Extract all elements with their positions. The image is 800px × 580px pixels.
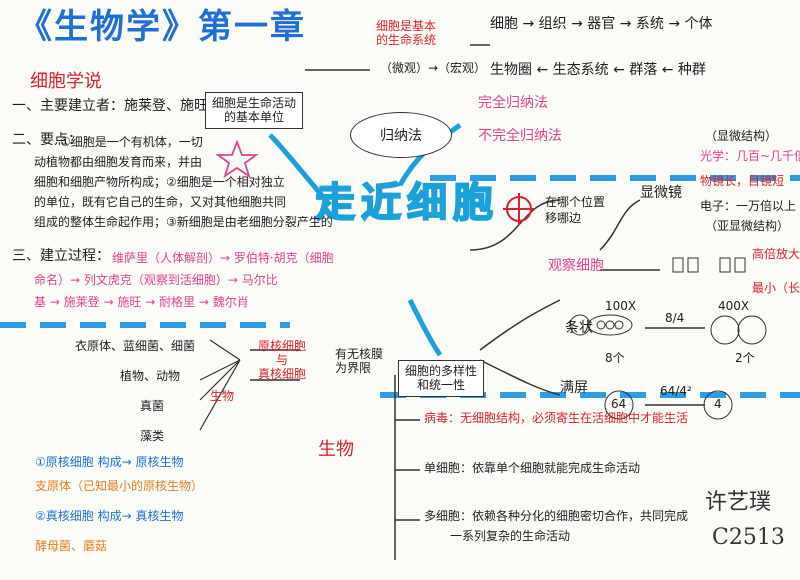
objective-note: 物镜长，目镜短 bbox=[700, 174, 785, 188]
electron-microscope: 电子：一万倍以上 bbox=[700, 199, 797, 213]
position-answer: 移哪边 bbox=[545, 211, 582, 225]
nucleus-boundary: 有无核膜 为界限 bbox=[335, 347, 384, 375]
magnification-small: 最小（长度） bbox=[752, 281, 800, 295]
induction-label: 归纳法 bbox=[380, 128, 422, 144]
hierarchy-item: 群落 bbox=[629, 62, 658, 78]
observe-cells: 观察细胞 bbox=[548, 258, 604, 274]
microscope-label: 显微镜 bbox=[640, 185, 682, 201]
hierarchy-row-2: 生物圈 ← 生态系统 ← 群落 ← 种群 bbox=[490, 62, 706, 78]
basic-unit-box: 细胞是生命活动 的基本单位 bbox=[205, 92, 304, 129]
cell-theory-point-5: 组成的整体生命起作用；③新细胞是由老细胞分裂产生的 bbox=[34, 215, 333, 229]
hierarchy-item: 细胞 bbox=[490, 16, 518, 32]
ratio-label: 8/4 bbox=[665, 311, 685, 325]
cell-theory-heading: 细胞学说 bbox=[30, 71, 102, 92]
cell-theory-point-3: 细胞和细胞产物所构成；②细胞是一个相对独立 bbox=[34, 175, 285, 189]
diversity-box: 细胞的多样性 和统一性 bbox=[398, 360, 485, 397]
equation-2-note: 酵母菌、蘑菇 bbox=[35, 539, 108, 553]
cell-theory-point-4: 的单位，既有它自己的生命，又对其他细胞共同 bbox=[34, 195, 287, 209]
system-box: 细胞是基本 的生命系统 bbox=[376, 19, 437, 47]
cell-theory-process-2: 命名）→ 列文虎克（观察到活细胞）→ 马尔比 bbox=[34, 273, 278, 287]
hierarchy-item: 组织 bbox=[538, 16, 567, 32]
equation-1-note: 支原体（已知最小的原核生物） bbox=[35, 479, 204, 493]
multi-cell-note-2: 一系列复杂的生命活动 bbox=[450, 529, 571, 543]
position-question: 在哪个位置 bbox=[545, 195, 606, 209]
count-8: 8个 bbox=[605, 351, 625, 365]
system-sub: （微观）→（宏观） bbox=[380, 61, 487, 75]
induction-complete: 完全归纳法 bbox=[478, 95, 548, 111]
full-ratio: 64/4² bbox=[660, 384, 692, 398]
cell-theory-founders: 一、主要建立者：施莱登、施旺 bbox=[12, 98, 208, 114]
hierarchy-item: 系统 bbox=[635, 16, 664, 32]
mag-100: 100X bbox=[605, 299, 637, 313]
full-screen-label: 满屏 bbox=[560, 380, 588, 396]
full-a: 64 bbox=[611, 397, 627, 411]
magnification-large: 高倍放大 bbox=[752, 247, 800, 261]
eukaryote-example-2: 真菌 bbox=[140, 399, 165, 413]
single-cell-note: 单细胞：依靠单个细胞就能完成生命活动 bbox=[424, 461, 641, 475]
bracket-bottom: （亚显微结构） bbox=[705, 219, 790, 233]
mag-400: 400X bbox=[718, 299, 750, 313]
cell-theory-process-label: 三、建立过程： bbox=[12, 248, 110, 264]
signature-name: 许艺璞 bbox=[705, 490, 772, 515]
page-title: 《生物学》第一章 bbox=[18, 7, 306, 47]
center-topic: 走近细胞 bbox=[314, 179, 499, 227]
row-label: 条状 bbox=[565, 320, 593, 336]
cell-theory-process-1: 维萨里（人体解剖）→ 罗伯特·胡克（细胞 bbox=[112, 251, 334, 265]
full-b: 4 bbox=[714, 397, 722, 411]
induction-incomplete: 不完全归纳法 bbox=[478, 128, 562, 144]
virus-text: 病毒：无细胞结构，必须寄生在活细胞中才能生活 bbox=[424, 411, 689, 425]
hierarchy-row-1: 细胞 → 组织 → 器官 → 系统 → 个体 bbox=[490, 16, 713, 32]
hierarchy-item: 个体 bbox=[684, 16, 713, 32]
organisms-label: 生物 bbox=[318, 439, 354, 460]
multi-cell-note-1: 多细胞：依赖各种分化的细胞密切合作，共同完成 bbox=[424, 509, 689, 523]
equation-2: ②真核细胞 构成→ 真核生物 bbox=[35, 509, 184, 523]
cell-theory-point-2: 动植物都由细胞发育而来，并由 bbox=[34, 155, 203, 169]
signature-code: C2513 bbox=[712, 525, 785, 550]
eukaryote-example-3: 藻类 bbox=[140, 429, 165, 443]
light-microscope: 光学：几百~几千倍 bbox=[700, 149, 800, 163]
count-2: 2个 bbox=[735, 351, 755, 365]
hierarchy-item: 器官 bbox=[587, 16, 616, 32]
virus-note: 病毒：无细胞结构，必须寄生在活细胞中才能生活 bbox=[424, 411, 689, 426]
prokaryote-examples: 衣原体、蓝细菌、细菌 bbox=[75, 339, 196, 353]
organism-arrow-label: 生物 bbox=[210, 389, 235, 403]
eukaryote-example-1: 植物、动物 bbox=[120, 369, 181, 383]
cell-theory-process-3: 基 → 施莱登 → 施旺 → 耐格里 → 魏尔肖 bbox=[34, 295, 249, 309]
cell-theory-points-label: 二、要点： bbox=[12, 132, 82, 148]
prok-euk-label: 原核细胞 与 真核细胞 bbox=[258, 339, 307, 381]
hierarchy-item: 生物圈 bbox=[490, 62, 532, 78]
hierarchy-item: 生态系统 bbox=[552, 62, 609, 78]
bracket-top: （显微结构） bbox=[705, 129, 778, 143]
equation-1: ①原核细胞 构成→ 原核生物 bbox=[35, 455, 184, 469]
hierarchy-item: 种群 bbox=[677, 62, 706, 78]
induction-oval: 归纳法 bbox=[350, 112, 452, 158]
cell-theory-point-1: ①细胞是一个有机体，一切 bbox=[60, 135, 203, 149]
